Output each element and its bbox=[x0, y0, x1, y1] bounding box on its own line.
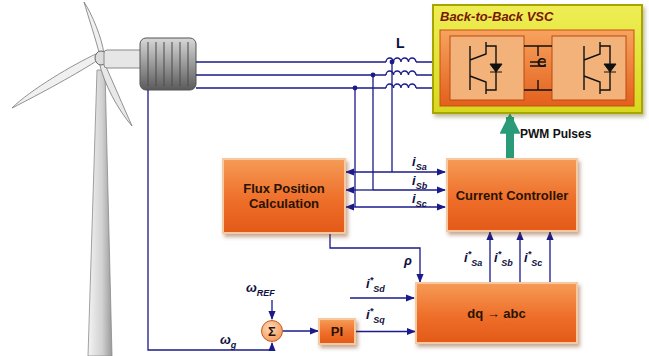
cooling-fin bbox=[148, 42, 149, 86]
junction-dot bbox=[353, 60, 395, 91]
signal-name: ωREF bbox=[246, 281, 275, 298]
summing-junction: Σ bbox=[261, 320, 283, 342]
signal-arrow bbox=[519, 232, 520, 282]
signal-name: i*Sa bbox=[464, 250, 482, 269]
pwm-arrow bbox=[506, 117, 514, 158]
input-arrow bbox=[350, 297, 414, 298]
cooling-fin bbox=[188, 42, 189, 86]
signal-arrow bbox=[489, 232, 490, 282]
signal-arrow bbox=[549, 232, 550, 282]
signal-arrow bbox=[356, 331, 415, 332]
signal-name: iSa bbox=[412, 155, 427, 172]
cooling-fin bbox=[156, 42, 157, 86]
signal-name: ρ bbox=[404, 254, 412, 268]
input-arrow bbox=[271, 300, 272, 319]
box-label: Σ bbox=[268, 324, 276, 339]
controller-box: PI bbox=[318, 318, 356, 345]
signal-arrow bbox=[330, 234, 420, 282]
power-line bbox=[196, 62, 440, 88]
signal-name: ωg bbox=[220, 333, 236, 350]
process-box: Flux Position Calculation bbox=[222, 158, 346, 234]
signal-name: i*Sc bbox=[524, 250, 542, 269]
box-label: Flux Position Calculation bbox=[230, 181, 338, 211]
inductor-label: L bbox=[396, 36, 405, 51]
generator bbox=[140, 38, 196, 90]
box-label: dq → abc bbox=[467, 306, 526, 321]
blade bbox=[12, 54, 98, 108]
box-label: PI bbox=[331, 324, 343, 339]
signal-name: i*Sq bbox=[366, 307, 385, 326]
box-title: Back-to-Back VSC bbox=[440, 9, 553, 24]
signal-arrow bbox=[283, 330, 318, 331]
cooling-fin bbox=[164, 42, 165, 86]
nacelle bbox=[104, 50, 144, 68]
process-box: Current Controller bbox=[446, 158, 578, 232]
box-label: Current Controller bbox=[456, 188, 569, 203]
inductor-symbol bbox=[386, 58, 416, 88]
tower bbox=[88, 70, 112, 356]
signal-name: i*Sb bbox=[494, 250, 513, 269]
signal-name: iSb bbox=[412, 174, 427, 191]
signal-name: iSc bbox=[412, 192, 427, 209]
cooling-fin bbox=[180, 42, 181, 86]
signal-name: i*Sd bbox=[366, 276, 385, 295]
capacitor-label: C bbox=[537, 56, 546, 70]
edge-label: PWM Pulses bbox=[520, 128, 591, 141]
blade bbox=[84, 2, 104, 56]
transform-box: dq → abc bbox=[415, 282, 578, 344]
cooling-fin bbox=[172, 42, 173, 86]
coil bbox=[386, 71, 416, 75]
blade bbox=[99, 60, 132, 126]
coil bbox=[386, 84, 416, 88]
current-tap bbox=[346, 62, 445, 207]
